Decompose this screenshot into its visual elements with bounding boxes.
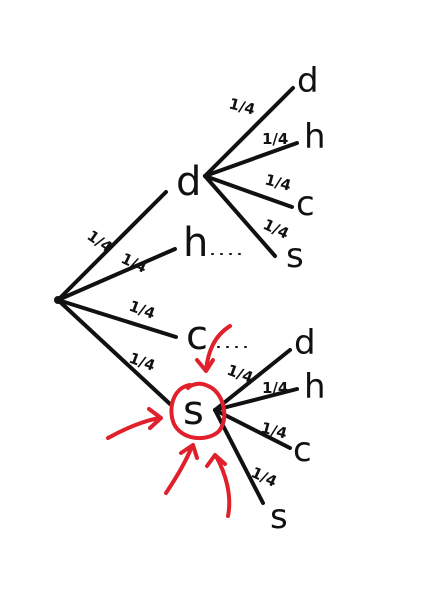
branch-root-d [56, 190, 168, 302]
prob-s-h: 1/4 [262, 379, 288, 397]
prob-s-c: 1/4 [259, 418, 289, 442]
node-label-h: h [183, 220, 208, 266]
branch-root-h [56, 247, 177, 302]
arrow-top-icon [195, 324, 232, 373]
root-probabilities: 1/4 1/4 1/4 1/4 [84, 227, 158, 375]
node-label-d: d [176, 159, 201, 205]
prob-d-c: 1/4 [263, 170, 293, 194]
leaf-s-s: s [270, 497, 288, 537]
leaf-d-s: s [286, 236, 304, 276]
prob-d-h: 1/4 [262, 130, 288, 148]
arrow-bottom-left-icon [164, 443, 199, 495]
subtree-d: 1/4 1/4 1/4 1/4 d h c s [203, 61, 326, 276]
branch-d-s [203, 174, 277, 258]
highlight-s [106, 324, 232, 518]
arrow-left-icon [106, 407, 163, 440]
root-branches [54, 190, 178, 406]
prob-d-d: 1/4 [227, 94, 257, 118]
leaf-d-d: d [297, 61, 319, 101]
highlight-circle [169, 381, 227, 441]
branch-d-d [203, 86, 295, 178]
leaf-s-c: c [293, 430, 312, 470]
branch-d-c [203, 174, 294, 209]
branch-s-h [213, 387, 299, 412]
prob-root-s: 1/4 [127, 349, 158, 375]
node-label-s: s [183, 388, 204, 434]
level1-labels: d h c s [176, 159, 208, 434]
branch-s-d [213, 348, 292, 412]
prob-root-c: 1/4 [127, 297, 158, 323]
branch-root-s [56, 298, 172, 406]
leaf-s-d: d [294, 323, 316, 363]
leaf-s-h: h [304, 367, 326, 407]
leaf-d-h: h [304, 117, 326, 157]
branch-d-h [203, 141, 299, 178]
arrow-bottom-icon [205, 453, 232, 518]
prob-root-d: 1/4 [84, 227, 116, 257]
leaf-d-c: c [296, 184, 315, 224]
subtree-s: 1/4 1/4 1/4 1/4 d h c s [213, 323, 326, 537]
branch-s-c [213, 408, 292, 450]
node-label-c: c [186, 313, 208, 359]
branch-root-c [56, 298, 178, 339]
root-node [54, 296, 62, 304]
